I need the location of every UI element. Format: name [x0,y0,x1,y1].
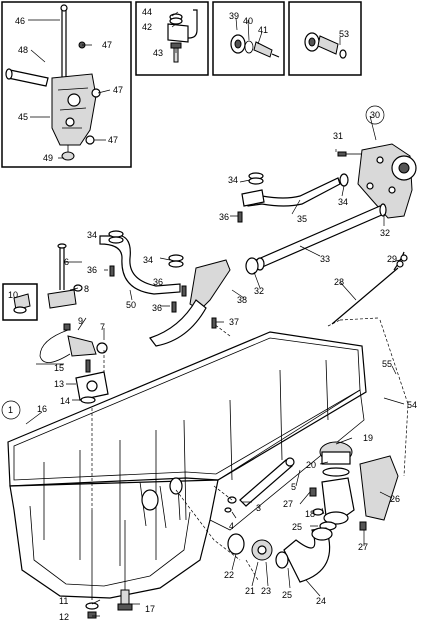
oil-filler-parts [309,441,399,531]
callout-24: 24 [316,596,326,606]
leader-lines [25,11,409,617]
callout-18: 18 [305,509,315,519]
callout-35: 35 [297,214,307,224]
callout-12: 12 [59,612,69,622]
drain-plugs [85,510,133,619]
callout-33: 33 [320,254,330,264]
callout-23: 23 [261,586,271,596]
callout-10: 10 [8,290,18,300]
callout-41: 41 [258,25,268,35]
callout-22: 22 [224,570,234,580]
callout-39: 39 [229,11,239,21]
callout-37: 37 [229,317,239,327]
callout-27b: 27 [358,542,368,552]
breather-21 [227,533,289,569]
callout-34d: 34 [143,255,153,265]
callout-26: 26 [390,494,400,504]
callout-3: 3 [256,503,261,513]
callout-circle-1 [1,400,21,420]
callout-20: 20 [306,460,316,470]
callout-32a: 32 [380,228,390,238]
callout-34c: 34 [87,230,97,240]
inset-connector [288,1,362,76]
callout-32b: 32 [254,286,264,296]
callout-48: 48 [18,45,28,55]
callout-29: 29 [387,254,397,264]
callout-49: 49 [43,153,53,163]
callout-28: 28 [334,277,344,287]
inset-oil-filter-housing [1,1,132,168]
callout-45: 45 [18,112,28,122]
callout-labels: 46 48 47 47 47 45 49 44 42 43 39 40 41 5… [8,7,417,622]
dipstick-tube-assembly-3 [224,457,295,513]
callout-36c: 36 [153,277,163,287]
callout-55: 55 [382,359,392,369]
callout-44: 44 [142,7,152,17]
callout-14: 14 [60,396,70,406]
inset-plug-and-valve [212,1,285,76]
callout-15: 15 [54,363,64,373]
callout-46: 46 [15,16,25,26]
callout-4: 4 [229,521,234,531]
callout-42: 42 [142,22,152,32]
callout-53: 53 [339,29,349,39]
callout-34a: 34 [228,175,238,185]
dipstick-28 [331,251,408,325]
callout-16: 16 [37,404,47,414]
callout-1: 1 [8,405,13,415]
oil-return-pipe-24 [283,527,333,583]
callout-50: 50 [126,300,136,310]
callout-19: 19 [363,433,373,443]
callout-11: 11 [59,596,68,606]
callout-17: 17 [145,604,155,614]
inset-sensor [2,283,38,321]
oil-pump-assembly [337,143,417,219]
callout-7: 7 [100,322,105,332]
callout-36d: 36 [152,303,162,313]
callout-25: 25 [292,522,302,532]
callout-25: 25 [282,590,292,600]
callout-21: 21 [245,586,255,596]
callout-38: 38 [237,295,247,305]
dipstick-tube [47,243,83,309]
callout-27a: 27 [283,499,293,509]
callout-43: 43 [153,48,163,58]
oil-level-sensor [39,323,108,363]
callout-36a: 36 [219,212,229,222]
callout-8: 8 [84,284,89,294]
callout-13: 13 [54,379,64,389]
callout-6: 6 [64,257,69,267]
callout-31: 31 [333,131,343,141]
callout-47b: 47 [113,85,123,95]
callout-circle-30 [365,105,385,125]
oil-pan [7,331,367,599]
callout-54: 54 [407,400,417,410]
callout-47a: 47 [102,40,112,50]
callout-5: 5 [291,482,296,492]
cover-plate-13 [75,359,109,404]
callout-9: 9 [78,316,83,326]
callout-34b: 34 [338,197,348,207]
callout-30: 30 [370,110,380,120]
callout-40: 40 [243,16,253,26]
callout-47c: 47 [108,135,118,145]
callout-36b: 36 [87,265,97,275]
